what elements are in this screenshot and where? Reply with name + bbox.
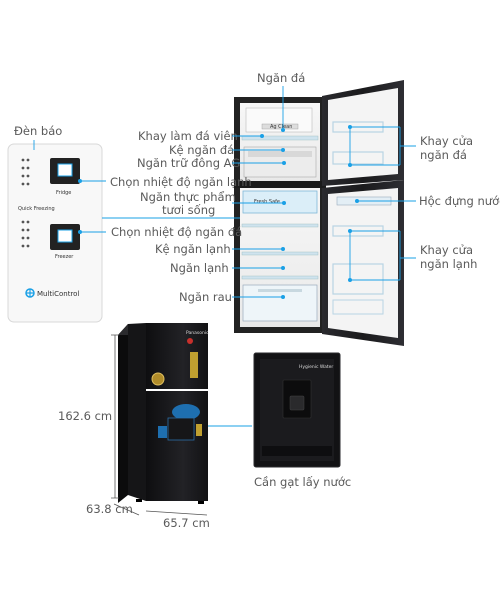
water-lever[interactable] [289,395,305,411]
callout-fridge-door-1: Khay cửa [420,243,473,257]
callout-vegetable: Ngăn rau [179,290,232,304]
callout-water-box: Hộc đựng nước [419,194,500,208]
callout-fridge-shelf: Kệ ngăn lạnh [155,242,231,256]
callout-fridge-compartment: Ngăn lạnh [170,261,229,275]
multicontrol-label: MultiControl [37,290,79,298]
panasonic-badge: Panasonic [186,330,209,336]
dimension-depth: 63.8 cm [86,502,133,516]
water-dispenser-closeup: Hygienic Water [253,352,341,468]
indicator-dots [21,158,30,248]
fridge-door-bin-2 [332,263,384,295]
blue-badge [172,404,200,420]
fridge-shelf-2 [241,251,319,256]
callout-water-lever: Cần gạt lấy nước [254,475,351,489]
callout-freezer-shelf: Kệ ngăn đá [169,143,234,157]
freezer-button-label: Freezer [55,254,74,260]
dimension-lines [111,334,208,516]
badge-gold [151,372,165,386]
ag-clean-text: Ag Clean [270,124,292,130]
multicontrol-logo: MultiControl [25,288,79,298]
dispenser-title: Hygienic Water [299,364,333,370]
fridge-button-label: Fridge [56,190,71,196]
callout-fresh-food-1: Ngăn thực phẩm [140,190,236,204]
fridge-shelf-1 [241,223,319,228]
callout-fridge-door-2: ngăn lạnh [420,257,477,271]
dimension-width: 65.7 cm [163,516,210,530]
dimension-height: 162.6 cm [58,409,112,423]
callout-ag-compartment: Ngăn trữ đông AG [137,156,240,170]
callout-ice-maker: Khay làm đá viên [138,129,238,143]
callout-indicator: Đèn báo [14,124,62,138]
control-panel: Quick Freezing Fridge Freezer MultiContr… [7,143,103,323]
quick-freezing-label: Quick Freezing [18,206,55,212]
fridge-shelf-3 [241,275,319,280]
callout-fridge-temp: Chọn nhiệt độ ngăn lạnh [110,175,252,189]
callout-fresh-food-2: tươi sống [162,203,215,217]
leader-lines [33,86,416,427]
fridge-door-bin-3 [332,299,384,315]
freezer-shelf [241,135,319,141]
closed-fridge-illustration: Panasonic [118,323,209,504]
callout-freezer-door-1: Khay cửa [420,134,473,148]
open-fridge-illustration: Ag Clean Fresh Safe [234,80,404,346]
callout-freezer-door-2: ngăn đá [420,148,467,162]
fresh-food-box [242,190,318,214]
callout-ice-tray: Ngăn đá [257,71,305,85]
callout-freezer-temp: Chọn nhiệt độ ngăn đá [111,225,242,239]
water-dispenser-front [167,417,195,441]
freezer-door-bin-2 [332,151,384,165]
fresh-safe-text: Fresh Safe [254,199,280,205]
